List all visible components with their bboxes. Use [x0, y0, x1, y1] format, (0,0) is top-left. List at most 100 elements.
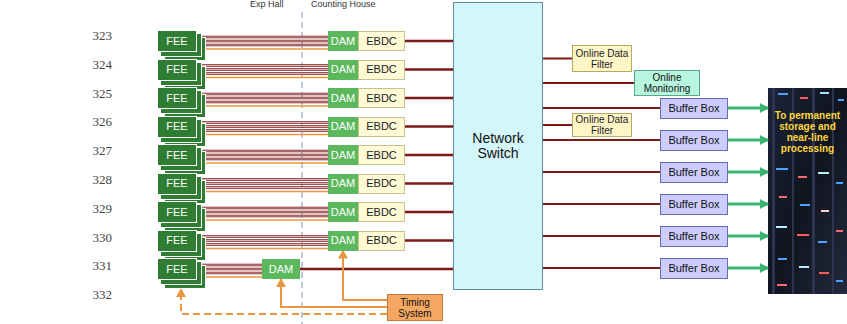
front-end-electronics-box: FEE	[157, 173, 197, 195]
fiber-bundle	[197, 37, 328, 49]
node-label: DAM	[331, 206, 355, 218]
node-label: EBDC	[366, 149, 397, 161]
node-label: DAM	[331, 149, 355, 161]
line-number: 328	[72, 173, 112, 187]
node-label: Buffer Box	[668, 102, 719, 114]
network-link	[543, 268, 660, 269]
network-link	[543, 125, 572, 126]
node-label: FEE	[166, 92, 187, 104]
network-link	[405, 41, 453, 42]
node-label: FEE	[166, 206, 187, 218]
ebdc-box: EBDC	[358, 31, 405, 51]
front-end-electronics-box: FEE	[157, 116, 197, 138]
fiber-bundle	[197, 123, 328, 135]
ebdc-box: EBDC	[358, 88, 405, 108]
node-label: DAM	[331, 63, 355, 75]
server-room-photo	[768, 88, 847, 294]
line-number: 332	[72, 288, 112, 302]
node-label: DAM	[331, 120, 355, 132]
node-label: FEE	[166, 234, 187, 246]
line-number: 330	[72, 231, 112, 245]
network-link	[405, 240, 453, 241]
timing-line	[281, 279, 387, 307]
node-label: FEE	[166, 263, 187, 275]
node-label: Timing System	[391, 297, 439, 319]
front-end-electronics-box: FEE	[157, 258, 197, 280]
network-link	[543, 140, 660, 141]
filter-box: Online Data Filter	[572, 113, 632, 137]
node-label: FEE	[166, 120, 187, 132]
ebdc-box: EBDC	[358, 117, 405, 137]
storage-arrow	[728, 204, 768, 205]
node-label: DAM	[331, 35, 355, 47]
fiber-bundle	[197, 265, 262, 277]
network-link	[405, 126, 453, 127]
timing-system: Timing System	[387, 294, 443, 321]
node-label: Network Switch	[463, 131, 533, 162]
network-link	[405, 212, 453, 213]
front-end-electronics-box: FEE	[157, 144, 197, 166]
fiber-bundle	[197, 66, 328, 78]
node-label: EBDC	[366, 206, 397, 218]
buffer-box: Buffer Box	[660, 130, 728, 151]
storage-arrow	[728, 268, 768, 269]
ebdc-box: EBDC	[358, 202, 405, 222]
dam-box: DAM	[328, 88, 358, 108]
node-label: EBDC	[366, 63, 397, 75]
storage-arrow	[728, 172, 768, 173]
front-end-electronics-box: FEE	[157, 201, 197, 223]
filter-box: Online Data Filter	[572, 45, 632, 72]
node-label: Online Data Filter	[575, 114, 629, 136]
dam-box: DAM	[328, 202, 358, 222]
node-label: EBDC	[366, 35, 397, 47]
node-label: Buffer Box	[668, 198, 719, 210]
front-end-electronics-box: FEE	[157, 230, 197, 252]
buffer-box: Buffer Box	[660, 258, 728, 279]
dam-box: DAM	[262, 259, 300, 279]
node-label: DAM	[331, 177, 355, 189]
line-number: 331	[72, 259, 112, 273]
network-switch: Network Switch	[453, 2, 543, 290]
node-label: Buffer Box	[668, 134, 719, 146]
ebdc-box: EBDC	[358, 174, 405, 194]
network-link	[405, 69, 453, 70]
network-link	[300, 269, 453, 270]
storage-arrow	[728, 236, 768, 237]
node-label: EBDC	[366, 234, 397, 246]
line-number: 323	[72, 29, 112, 43]
node-label: Buffer Box	[668, 262, 719, 274]
dam-box: DAM	[328, 60, 358, 80]
network-link	[543, 108, 660, 109]
node-label: FEE	[166, 177, 187, 189]
fiber-bundle	[197, 208, 328, 220]
line-number: 324	[72, 58, 112, 72]
node-label: Online Monitoring	[637, 72, 697, 94]
fiber-bundle	[197, 180, 328, 192]
buffer-box: Buffer Box	[660, 162, 728, 183]
area-label: Exp Hall	[250, 0, 284, 10]
fiber-bundle	[197, 237, 328, 249]
node-label: FEE	[166, 35, 187, 47]
dam-box: DAM	[328, 231, 358, 251]
timing-line	[343, 251, 387, 301]
node-label: DAM	[331, 234, 355, 246]
storage-arrow	[728, 108, 768, 109]
node-label: DAM	[269, 263, 293, 275]
network-link	[543, 204, 660, 205]
buffer-box: Buffer Box	[660, 98, 728, 119]
buffer-box: Buffer Box	[660, 226, 728, 247]
dam-box: DAM	[328, 145, 358, 165]
network-link	[405, 155, 453, 156]
node-label: Online Data Filter	[575, 48, 629, 70]
network-link	[405, 183, 453, 184]
area-label: Counting House	[311, 0, 376, 10]
node-label: EBDC	[366, 92, 397, 104]
storage-photo: To permanent storage and near-line proce…	[768, 88, 847, 294]
network-link	[543, 58, 572, 59]
front-end-electronics-box: FEE	[157, 30, 197, 52]
node-label: To permanent storage and near-line proce…	[771, 110, 844, 154]
node-label: Buffer Box	[668, 230, 719, 242]
dam-box: DAM	[328, 174, 358, 194]
ebdc-box: EBDC	[358, 60, 405, 80]
node-label: FEE	[166, 63, 187, 75]
